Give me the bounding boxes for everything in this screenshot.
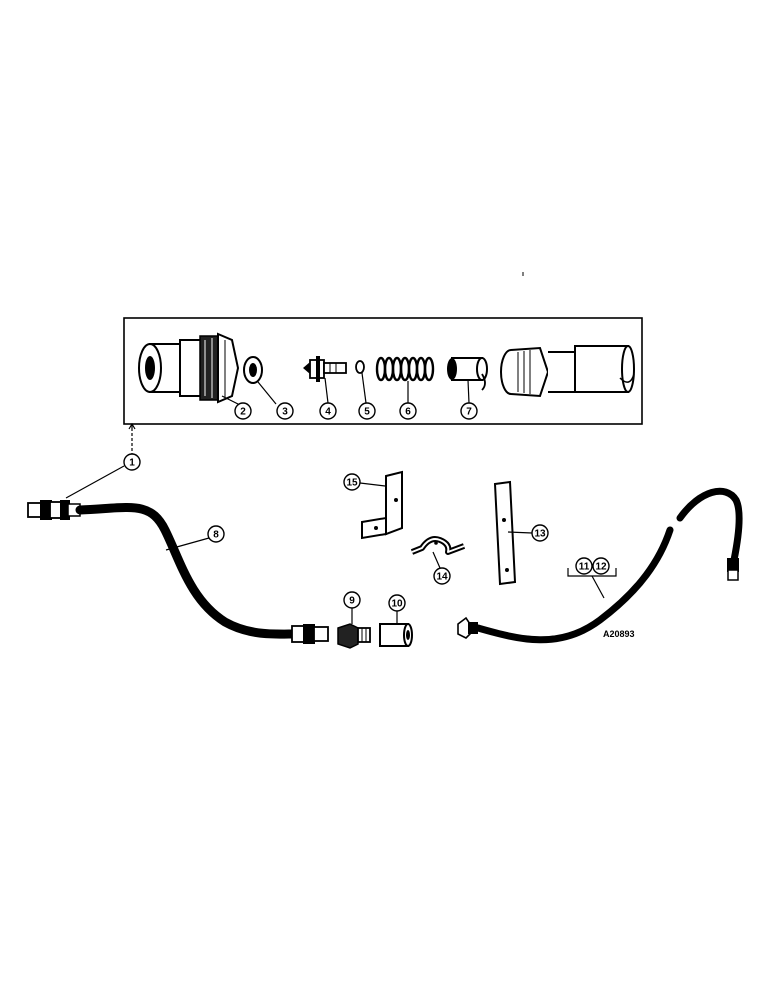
- callout-14-label: 14: [436, 572, 448, 583]
- poppet-valve-part: [303, 356, 347, 382]
- callout-8: 8: [165, 525, 225, 551]
- callout-12-label: 12: [595, 562, 607, 573]
- coupler-body-part: [138, 332, 240, 404]
- drawing-code: A20893: [603, 629, 635, 639]
- callout-8-label: 8: [213, 530, 219, 541]
- seal-ring-part: [243, 356, 263, 384]
- callout-5-label: 5: [364, 407, 370, 418]
- callout-11-12-group: 11 12: [567, 557, 617, 599]
- callout-4-label: 4: [325, 407, 331, 418]
- callout-7-label: 7: [466, 407, 472, 418]
- spring-part: [375, 356, 435, 382]
- callout-15-label: 15: [346, 478, 358, 489]
- strap-part: [493, 480, 517, 586]
- callout-9: 9: [343, 591, 361, 624]
- callout-11-label: 11: [579, 562, 590, 573]
- coupler-exploded-view-frame: [123, 317, 643, 425]
- angle-bracket-part: [361, 470, 403, 540]
- coupling-part: [379, 623, 413, 647]
- left-hose-assembly: [27, 500, 329, 644]
- callout-3-label: 3: [282, 407, 288, 418]
- right-hose-assembly: [457, 487, 743, 644]
- hose-clip-part: [410, 536, 466, 555]
- sleeve-part: [447, 357, 488, 391]
- callout-2-label: 2: [240, 407, 246, 418]
- callout-2: 2: [234, 402, 252, 420]
- callout-1-label: 1: [129, 458, 135, 469]
- adapter-part: [337, 623, 371, 649]
- callout-6: 6: [399, 402, 417, 420]
- callout-7: 7: [460, 402, 478, 420]
- callout-13: 13: [507, 524, 549, 542]
- callout-6-label: 6: [405, 407, 411, 418]
- callout-15: 15: [343, 473, 386, 491]
- callout-14: 14: [432, 551, 451, 585]
- callout-10-label: 10: [391, 599, 403, 610]
- callout-3: 3: [276, 402, 294, 420]
- box-leader-lines: [221, 372, 470, 405]
- callout-9-label: 9: [349, 596, 355, 607]
- o-ring-part: [355, 360, 365, 374]
- callout-4: 4: [319, 402, 337, 420]
- callout-5: 5: [358, 402, 376, 420]
- coupler-nipple: [500, 345, 635, 398]
- callout-1: 1: [65, 422, 141, 499]
- callout-10: 10: [388, 594, 406, 624]
- callout-13-label: 13: [534, 529, 546, 540]
